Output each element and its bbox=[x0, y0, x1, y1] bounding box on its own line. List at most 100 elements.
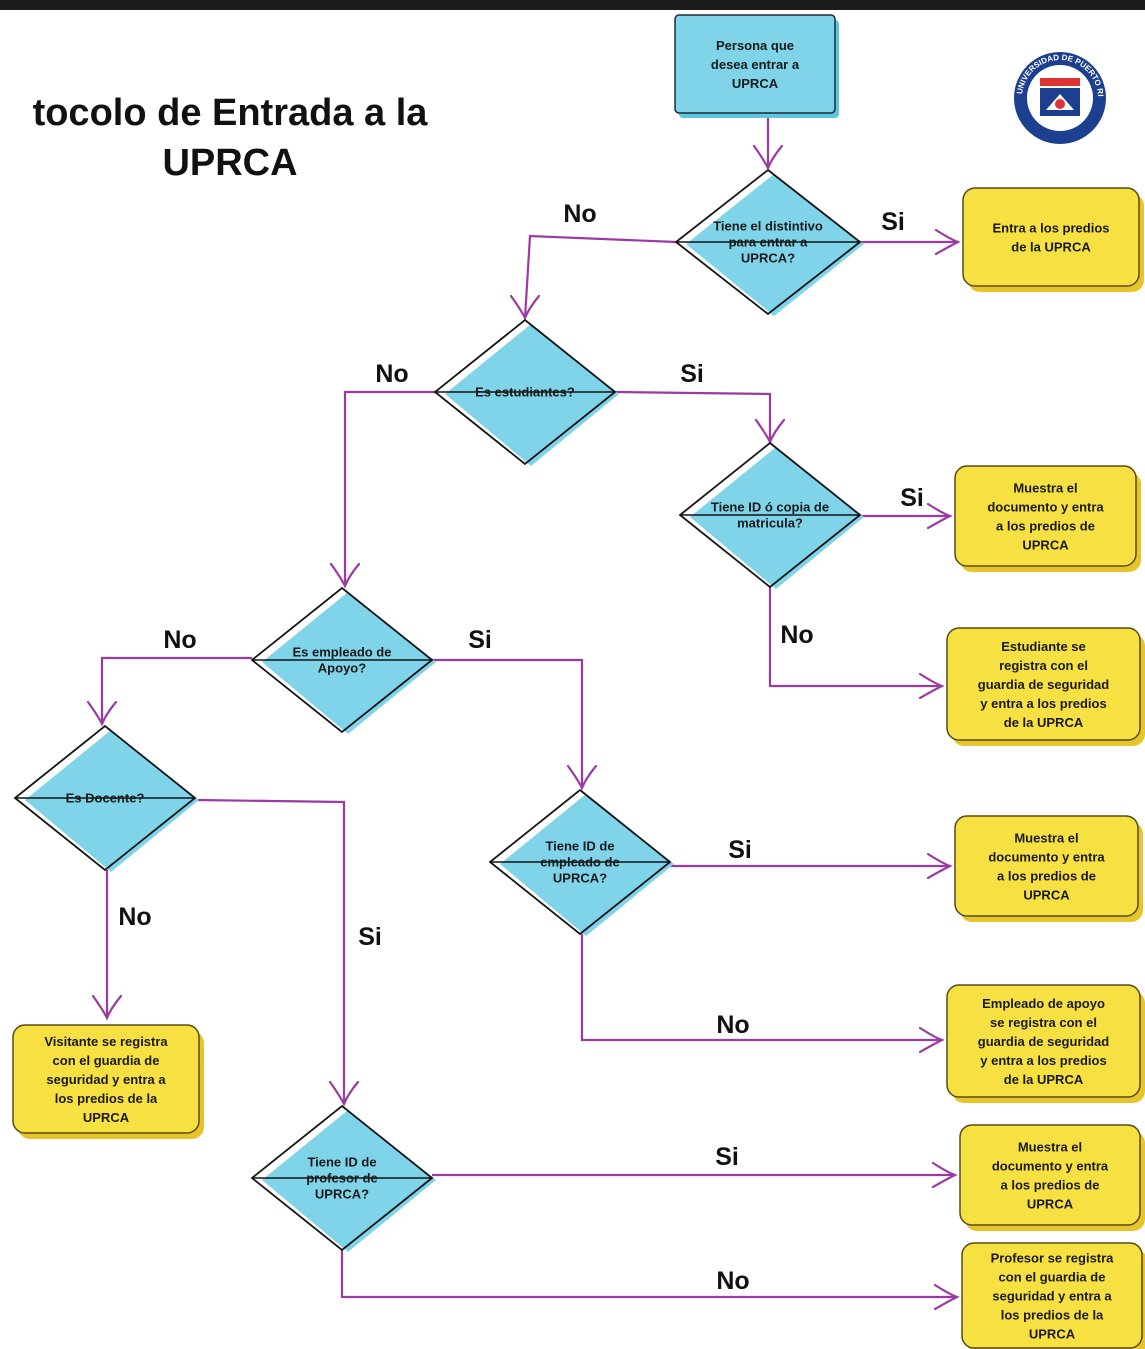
edge-empleado-si bbox=[432, 658, 584, 788]
result-visitante-text-1: Visitante se registra bbox=[44, 1034, 168, 1049]
result-profesor-muestra-text-2: documento y entra bbox=[992, 1158, 1109, 1173]
decision-empleado-apoyo-text-2: Apoyo? bbox=[318, 661, 366, 676]
title-line-1: tocolo de Entrada a la bbox=[32, 92, 428, 134]
label-estudiante-si: Si bbox=[680, 360, 704, 388]
connectors bbox=[86, 113, 961, 1311]
decision-distintivo-text-1: Tiene el distintivo bbox=[713, 219, 823, 234]
result-profesor-registra: Profesor se registra con el guardia de seg… bbox=[961, 1242, 1145, 1349]
label-distintivo-no: No bbox=[563, 200, 596, 228]
edge-docente-si-arrowhead bbox=[328, 1080, 360, 1107]
result-estudiante-registra-text-5: de la UPRCA bbox=[1004, 715, 1084, 730]
edge-estudiante-no bbox=[343, 390, 435, 586]
result-estudiante-muestra-text-2: documento y entra bbox=[987, 499, 1104, 514]
label-empleado-no: No bbox=[163, 626, 196, 654]
label-matricula-si: Si bbox=[900, 484, 924, 512]
decision-id-profesor-text-3: UPRCA? bbox=[315, 1187, 369, 1202]
result-empleado-muestra-text-3: a los predios de bbox=[997, 868, 1096, 883]
decision-id-profesor-text-2: profesor de bbox=[306, 1171, 378, 1186]
start-box: Persona que desea entrar a UPRCA bbox=[674, 14, 839, 118]
label-id-empleado-si: Si bbox=[728, 836, 752, 864]
decision-id-matricula-text-1: Tiene ID ó copia de bbox=[711, 500, 829, 515]
result-entra-text-2: de la UPRCA bbox=[1011, 239, 1091, 254]
edge-empleado-no-arrowhead bbox=[86, 700, 118, 727]
start-box-text-2: desea entrar a bbox=[711, 57, 800, 72]
result-profesor-registra-text-1: Profesor se registra bbox=[991, 1250, 1115, 1265]
result-profesor-muestra-text-3: a los predios de bbox=[1001, 1177, 1100, 1192]
result-empleado-muestra-text-2: documento y entra bbox=[988, 849, 1105, 864]
decision-id-matricula-text-2: matricula? bbox=[737, 516, 803, 531]
top-border bbox=[0, 0, 1145, 10]
result-empleado-muestra-text-4: UPRCA bbox=[1023, 887, 1070, 902]
decision-docente: Es Docente? bbox=[13, 724, 199, 872]
page-title: tocolo de Entrada a la UPRCA bbox=[0, 88, 480, 188]
university-seal-icon: UNIVERSIDAD DE PUERTO RICO CAROLINA bbox=[1012, 50, 1106, 144]
decision-id-empleado-text-3: UPRCA? bbox=[553, 871, 607, 886]
result-visitante-text-2: con el guardia de bbox=[53, 1053, 160, 1068]
result-empleado-registra-text-1: Empleado de apoyo bbox=[982, 996, 1105, 1011]
edge-id-profesor-no bbox=[340, 1250, 957, 1299]
start-box-text-1: Persona que bbox=[716, 38, 794, 53]
label-estudiante-no: No bbox=[375, 360, 408, 388]
label-docente-no: No bbox=[118, 903, 151, 931]
result-visitante-text-5: UPRCA bbox=[83, 1110, 130, 1125]
nodes: Persona que desea entrar a UPRCA Tiene el d… bbox=[12, 14, 1145, 1349]
decision-id-empleado-text-2: empleado de bbox=[540, 855, 619, 870]
decision-distintivo-text-2: para entrar a bbox=[729, 235, 809, 250]
decision-empleado-apoyo-text-1: Es empleado de bbox=[293, 645, 392, 660]
result-estudiante-muestra: Muestra el documento y entra a los predios… bbox=[954, 465, 1141, 572]
result-estudiante-muestra-text-1: Muestra el bbox=[1013, 480, 1077, 495]
edge-docente-si bbox=[196, 798, 346, 1104]
result-profesor-registra-text-3: seguridad y entra a bbox=[992, 1288, 1112, 1303]
edge-empleado-no bbox=[100, 656, 252, 724]
decision-estudiante-text-1: Es estudiantes? bbox=[475, 385, 575, 400]
edge-empleado-si-arrowhead bbox=[566, 764, 598, 791]
result-estudiante-registra-text-2: registra con el bbox=[999, 658, 1088, 673]
start-box-text-3: UPRCA bbox=[732, 76, 779, 91]
label-distintivo-si: Si bbox=[881, 208, 905, 236]
edge-matricula-no-arrowhead bbox=[918, 672, 945, 700]
edge-id-empleado-si-arrowhead bbox=[926, 852, 953, 880]
result-profesor-registra-text-5: UPRCA bbox=[1029, 1326, 1076, 1341]
edge-id-empleado-no bbox=[580, 934, 942, 1042]
result-empleado-muestra: Muestra el documento y entra a los predios… bbox=[954, 815, 1143, 922]
edge-estudiante-si bbox=[614, 390, 772, 442]
edge-distintivo-no-arrowhead bbox=[509, 294, 541, 321]
decision-estudiante: Es estudiantes? bbox=[433, 318, 619, 466]
label-docente-si: Si bbox=[358, 923, 382, 951]
result-visitante: Visitante se registra con el guardia de se… bbox=[12, 1024, 204, 1139]
edge-estudiante-no-arrowhead bbox=[329, 562, 361, 589]
result-profesor-registra-text-4: los predios de la bbox=[1001, 1307, 1104, 1322]
result-empleado-muestra-text-1: Muestra el bbox=[1014, 830, 1078, 845]
label-id-profesor-si: Si bbox=[715, 1143, 739, 1171]
result-estudiante-registra-text-1: Estudiante se bbox=[1001, 639, 1086, 654]
result-empleado-registra: Empleado de apoyo se registra con el guard… bbox=[946, 984, 1145, 1103]
result-visitante-text-3: seguridad y entra a bbox=[46, 1072, 166, 1087]
decision-docente-text-1: Es Docente? bbox=[66, 791, 145, 806]
edge-start-distintivo-arrowhead bbox=[752, 144, 784, 171]
label-id-empleado-no: No bbox=[716, 1011, 749, 1039]
result-estudiante-muestra-text-3: a los predios de bbox=[996, 518, 1095, 533]
result-estudiante-registra-text-4: y entra a los predios bbox=[980, 696, 1106, 711]
label-matricula-no: No bbox=[780, 621, 813, 649]
edge-id-profesor-si-arrowhead bbox=[931, 1161, 958, 1189]
label-id-profesor-no: No bbox=[716, 1267, 749, 1295]
result-empleado-registra-text-4: y entra a los predios bbox=[980, 1053, 1106, 1068]
result-profesor-registra-text-2: con el guardia de bbox=[999, 1269, 1106, 1284]
edge-id-empleado-no-arrowhead bbox=[918, 1026, 945, 1054]
result-estudiante-muestra-text-4: UPRCA bbox=[1022, 537, 1069, 552]
result-empleado-registra-text-2: se registra con el bbox=[990, 1015, 1097, 1030]
result-empleado-registra-text-5: de la UPRCA bbox=[1004, 1072, 1084, 1087]
edge-distintivo-si-arrowhead bbox=[934, 228, 961, 256]
decision-id-empleado-text-1: Tiene ID de bbox=[545, 839, 614, 854]
result-empleado-registra-text-3: guardia de seguridad bbox=[978, 1034, 1110, 1049]
result-entra-text-1: Entra a los predios bbox=[992, 220, 1109, 235]
